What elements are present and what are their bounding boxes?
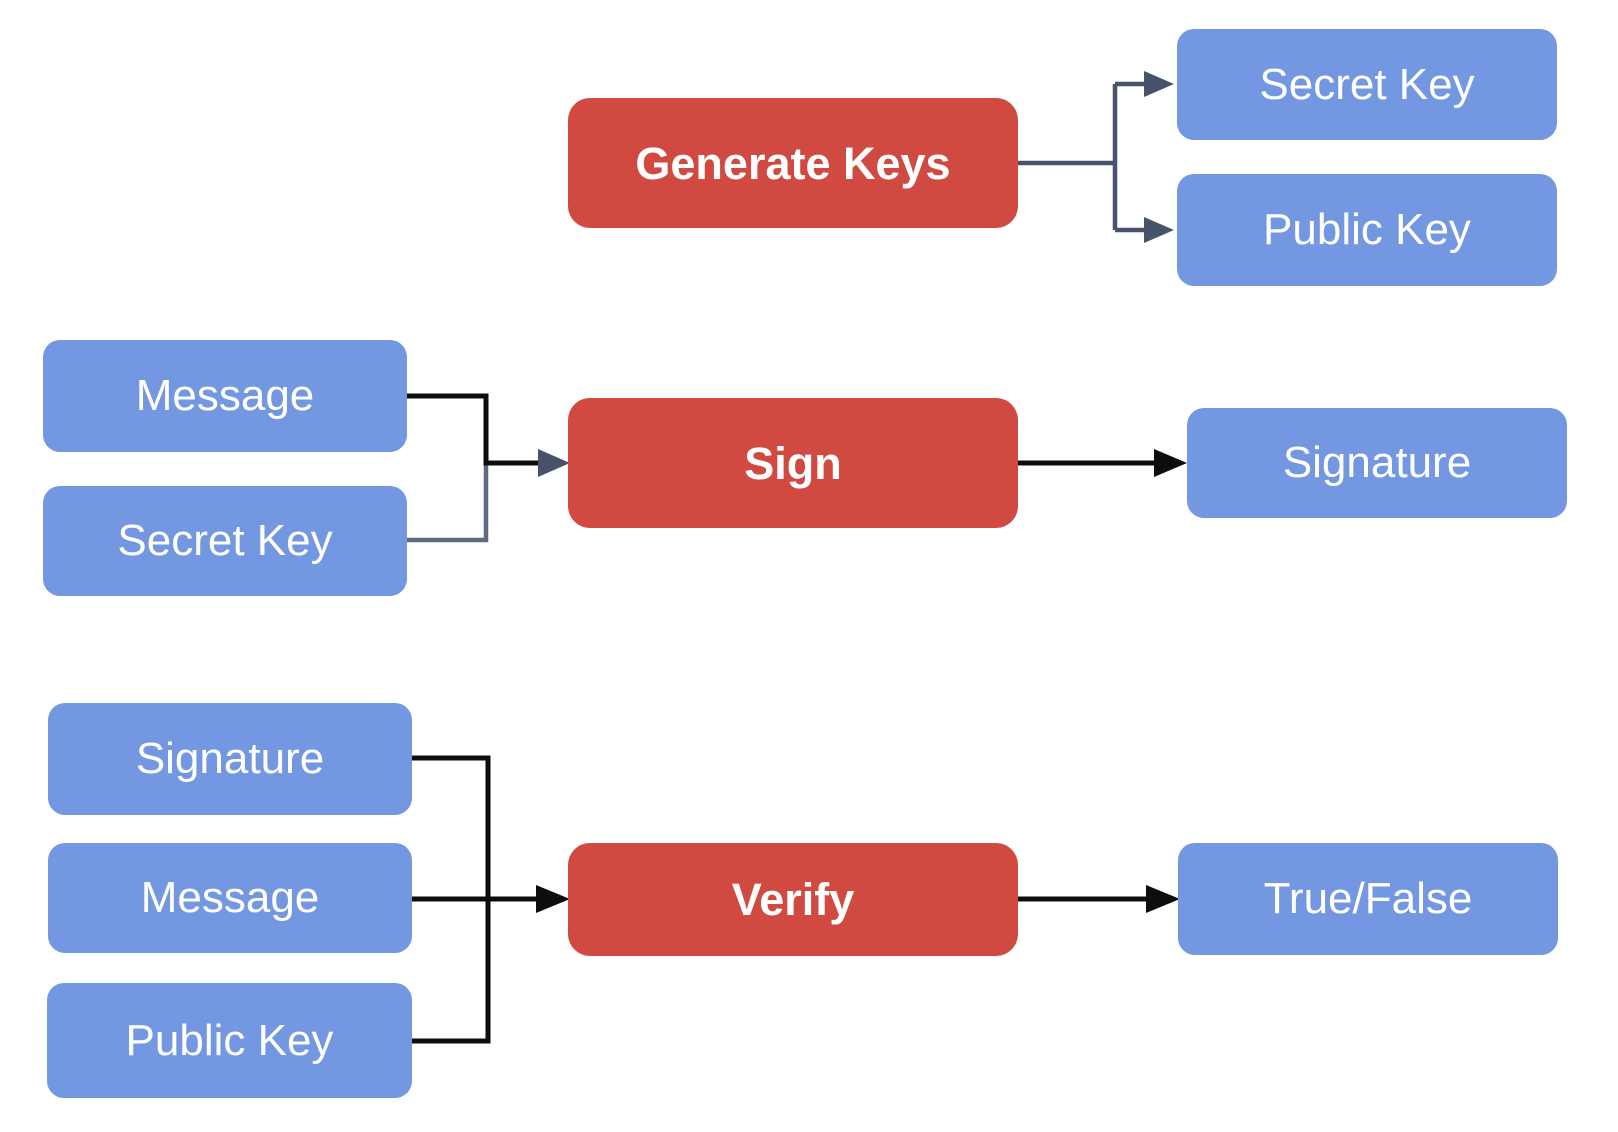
node-sign: Sign: [568, 398, 1018, 528]
arrowhead-truefalse-icon: [1146, 885, 1180, 913]
connector-secretkey-to-sign: [407, 463, 489, 543]
node-secret-key-output: Secret Key: [1177, 29, 1557, 140]
node-verify: Verify: [568, 843, 1018, 956]
node-signature-verify-input: Signature: [48, 703, 412, 815]
node-message-verify-input: Message: [48, 843, 412, 953]
node-secret-key-sign-input: Secret Key: [43, 486, 407, 596]
node-message-sign-input: Message: [43, 340, 407, 452]
arrowhead-sign-icon: [538, 449, 570, 477]
arrowhead-verify-icon: [536, 885, 570, 913]
arrowhead-secretkey-icon: [1144, 71, 1174, 97]
node-signature-output: Signature: [1187, 408, 1567, 518]
arrowhead-signature-icon: [1154, 449, 1187, 477]
node-true-false-output: True/False: [1178, 843, 1558, 955]
connector-message-to-sign: [407, 393, 548, 466]
node-generate-keys: Generate Keys: [568, 98, 1018, 228]
node-public-key-output: Public Key: [1177, 174, 1557, 286]
node-public-key-verify-input: Public Key: [47, 983, 412, 1098]
arrowhead-publickey-icon: [1144, 217, 1174, 243]
